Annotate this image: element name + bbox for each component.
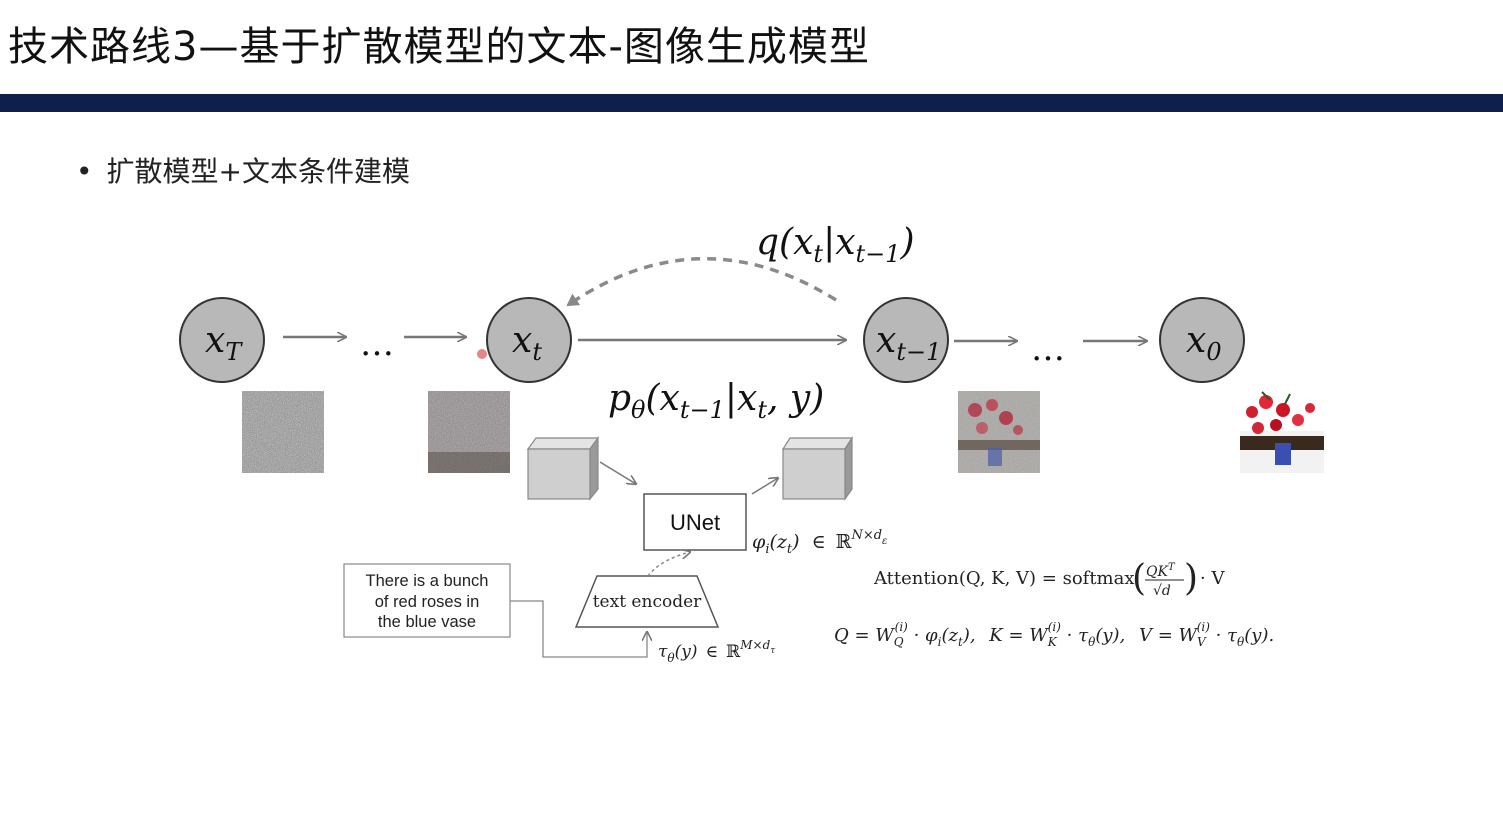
text-encoder-box: text encoder bbox=[574, 575, 720, 628]
svg-text:xT: xT bbox=[205, 320, 243, 366]
node-xt: xt bbox=[486, 297, 572, 383]
image-roses-clean bbox=[1240, 391, 1324, 473]
cursor-dot bbox=[477, 349, 487, 359]
arrow-cube-to-unet bbox=[599, 461, 636, 484]
arrow-prompt-to-encoder bbox=[510, 600, 647, 658]
node-xt-1: xt−1 bbox=[863, 297, 949, 383]
prompt-line-3: the blue vase bbox=[378, 613, 476, 631]
latent-cube-right bbox=[781, 435, 854, 501]
arrow-encoder-to-unet bbox=[647, 552, 690, 577]
tau-label: τθ(y)∈ℝM×dτ bbox=[658, 638, 776, 665]
ellipsis-right: … bbox=[1031, 329, 1065, 369]
svg-text:(: ( bbox=[1132, 558, 1146, 599]
svg-text:): ) bbox=[1184, 558, 1198, 599]
attention-formula: Attention(Q, K, V) = softmax ( QKT √d ) … bbox=[873, 558, 1225, 599]
bullet-item: • 扩散模型+文本条件建模 bbox=[76, 150, 410, 190]
image-noise-full bbox=[242, 391, 324, 473]
node-xT: xT bbox=[179, 297, 265, 383]
phi-label: φi(zt)∈ℝN×dε bbox=[752, 528, 887, 557]
svg-text:√d: √d bbox=[1153, 583, 1171, 599]
p-label: pθ(xt−1|xt, y) bbox=[608, 378, 824, 424]
arrow-unet-to-cube bbox=[751, 478, 778, 495]
svg-text:Q = WQ(i) · φi(zt), K =: Q = WQ(i) · φi(zt), K = WK(i) · τθ(y), V… bbox=[834, 620, 1274, 649]
image-noise-light bbox=[958, 391, 1040, 473]
attention-tail: · V bbox=[1200, 568, 1225, 589]
bullet-text: 扩散模型+文本条件建模 bbox=[106, 155, 410, 188]
text-encoder-label: text encoder bbox=[593, 592, 702, 612]
bullet-dot: • bbox=[76, 155, 93, 188]
qkv-formula: Q = WQ(i) · φi(zt), K = WK(i) · τθ(y), V… bbox=[834, 620, 1274, 649]
unet-box: UNet bbox=[643, 493, 747, 551]
q-label: q(xt|xt−1) bbox=[756, 222, 915, 268]
prompt-line-1: There is a bunch bbox=[366, 572, 489, 590]
attention-lhs: Attention(Q, K, V) = softmax bbox=[873, 568, 1135, 589]
node-x0: x0 bbox=[1159, 297, 1245, 383]
slide-title: 技术路线3—基于扩散模型的文本-图像生成模型 bbox=[8, 24, 870, 70]
svg-text:x0: x0 bbox=[1186, 320, 1222, 366]
q-dashed-arrow bbox=[566, 257, 837, 307]
image-noise-heavy bbox=[428, 391, 510, 473]
svg-text:xt−1: xt−1 bbox=[876, 320, 941, 366]
ellipsis-left: … bbox=[360, 324, 394, 364]
prompt-line-2: of red roses in bbox=[375, 593, 480, 611]
title-rule bbox=[0, 94, 1503, 112]
latent-cube-left bbox=[526, 436, 600, 501]
unet-label: UNet bbox=[670, 510, 720, 535]
svg-text:QKT: QKT bbox=[1146, 562, 1176, 580]
svg-text:xt: xt bbox=[512, 320, 542, 366]
prompt-box: There is a bunch of red roses in the blu… bbox=[343, 563, 511, 638]
